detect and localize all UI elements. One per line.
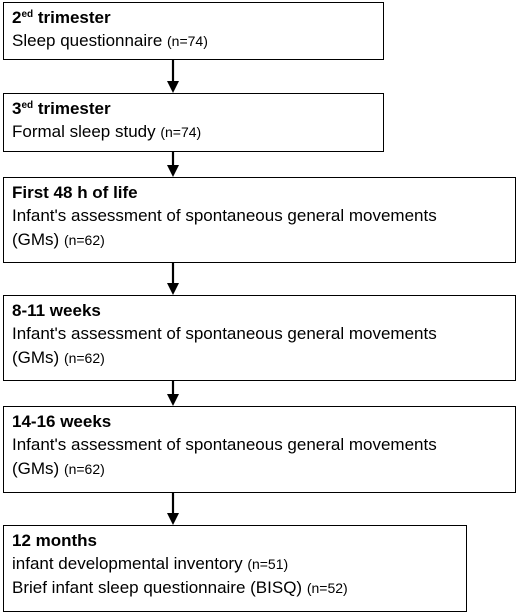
step-detail: Infant's assessment of spontaneous gener… (12, 435, 437, 454)
step-title: 2ed trimester (12, 8, 111, 27)
step-detail: (GMs) (n=62) (12, 459, 105, 478)
step-box-14-16-weeks: 14-16 weeks Infant's assessment of spont… (3, 406, 516, 493)
step-title: 3ed trimester (12, 99, 111, 118)
step-detail: (GMs) (n=62) (12, 348, 105, 367)
step-detail: infant developmental inventory (n=51) (12, 554, 289, 573)
step-box-8-11-weeks: 8-11 weeks Infant's assessment of sponta… (3, 295, 516, 381)
step-detail: Infant's assessment of spontaneous gener… (12, 206, 437, 225)
step-detail: Infant's assessment of spontaneous gener… (12, 324, 437, 343)
step-box-2nd-trimester: 2ed trimester Sleep questionnaire (n=74) (3, 2, 384, 60)
step-box-first-48h: First 48 h of life Infant's assessment o… (3, 177, 516, 263)
arrow-down-icon (167, 493, 179, 525)
arrow-down-icon (167, 152, 179, 177)
step-detail: Formal sleep study (n=74) (12, 122, 202, 141)
step-detail: (GMs) (n=62) (12, 230, 105, 249)
step-box-3rd-trimester: 3ed trimester Formal sleep study (n=74) (3, 93, 384, 152)
step-detail: Sleep questionnaire (n=74) (12, 31, 208, 50)
step-box-12-months: 12 months infant developmental inventory… (3, 525, 467, 612)
step-title: 14-16 weeks (12, 412, 112, 431)
arrow-down-icon (167, 381, 179, 406)
step-detail: Brief infant sleep questionnaire (BISQ) … (12, 578, 348, 597)
step-title: First 48 h of life (12, 183, 138, 202)
arrow-down-icon (167, 263, 179, 295)
step-title: 12 months (12, 531, 98, 550)
step-title: 8-11 weeks (12, 301, 101, 320)
arrow-down-icon (167, 60, 179, 93)
